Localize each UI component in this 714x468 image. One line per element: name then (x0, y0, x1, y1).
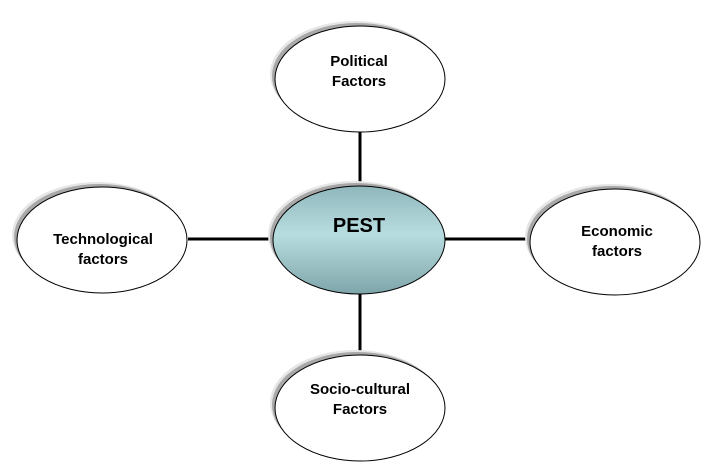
economic-label: Economic factors (532, 222, 702, 262)
political-line1: Political (330, 53, 388, 70)
socio-line1: Socio-cultural (309, 381, 410, 398)
pest-node (268, 181, 446, 295)
technological-label: Technological factors (18, 230, 188, 270)
economic-line1: Economic (581, 223, 653, 240)
political-line2: Factors (331, 73, 387, 90)
political-label: Political Factors (274, 52, 444, 92)
socio-node (270, 350, 446, 462)
economic-node (525, 184, 701, 296)
political-node (270, 21, 446, 133)
pest-text: PEST (332, 215, 386, 237)
economic-line2: factors (591, 243, 643, 260)
socio-line2: Factors (332, 401, 388, 418)
technological-node (12, 182, 188, 294)
socio-label: Socio-cultural Factors (275, 380, 445, 420)
connectors (188, 132, 531, 356)
technological-line2: factors (77, 251, 129, 268)
pest-label: PEST (274, 216, 444, 236)
technological-line1: Technological (53, 231, 153, 248)
